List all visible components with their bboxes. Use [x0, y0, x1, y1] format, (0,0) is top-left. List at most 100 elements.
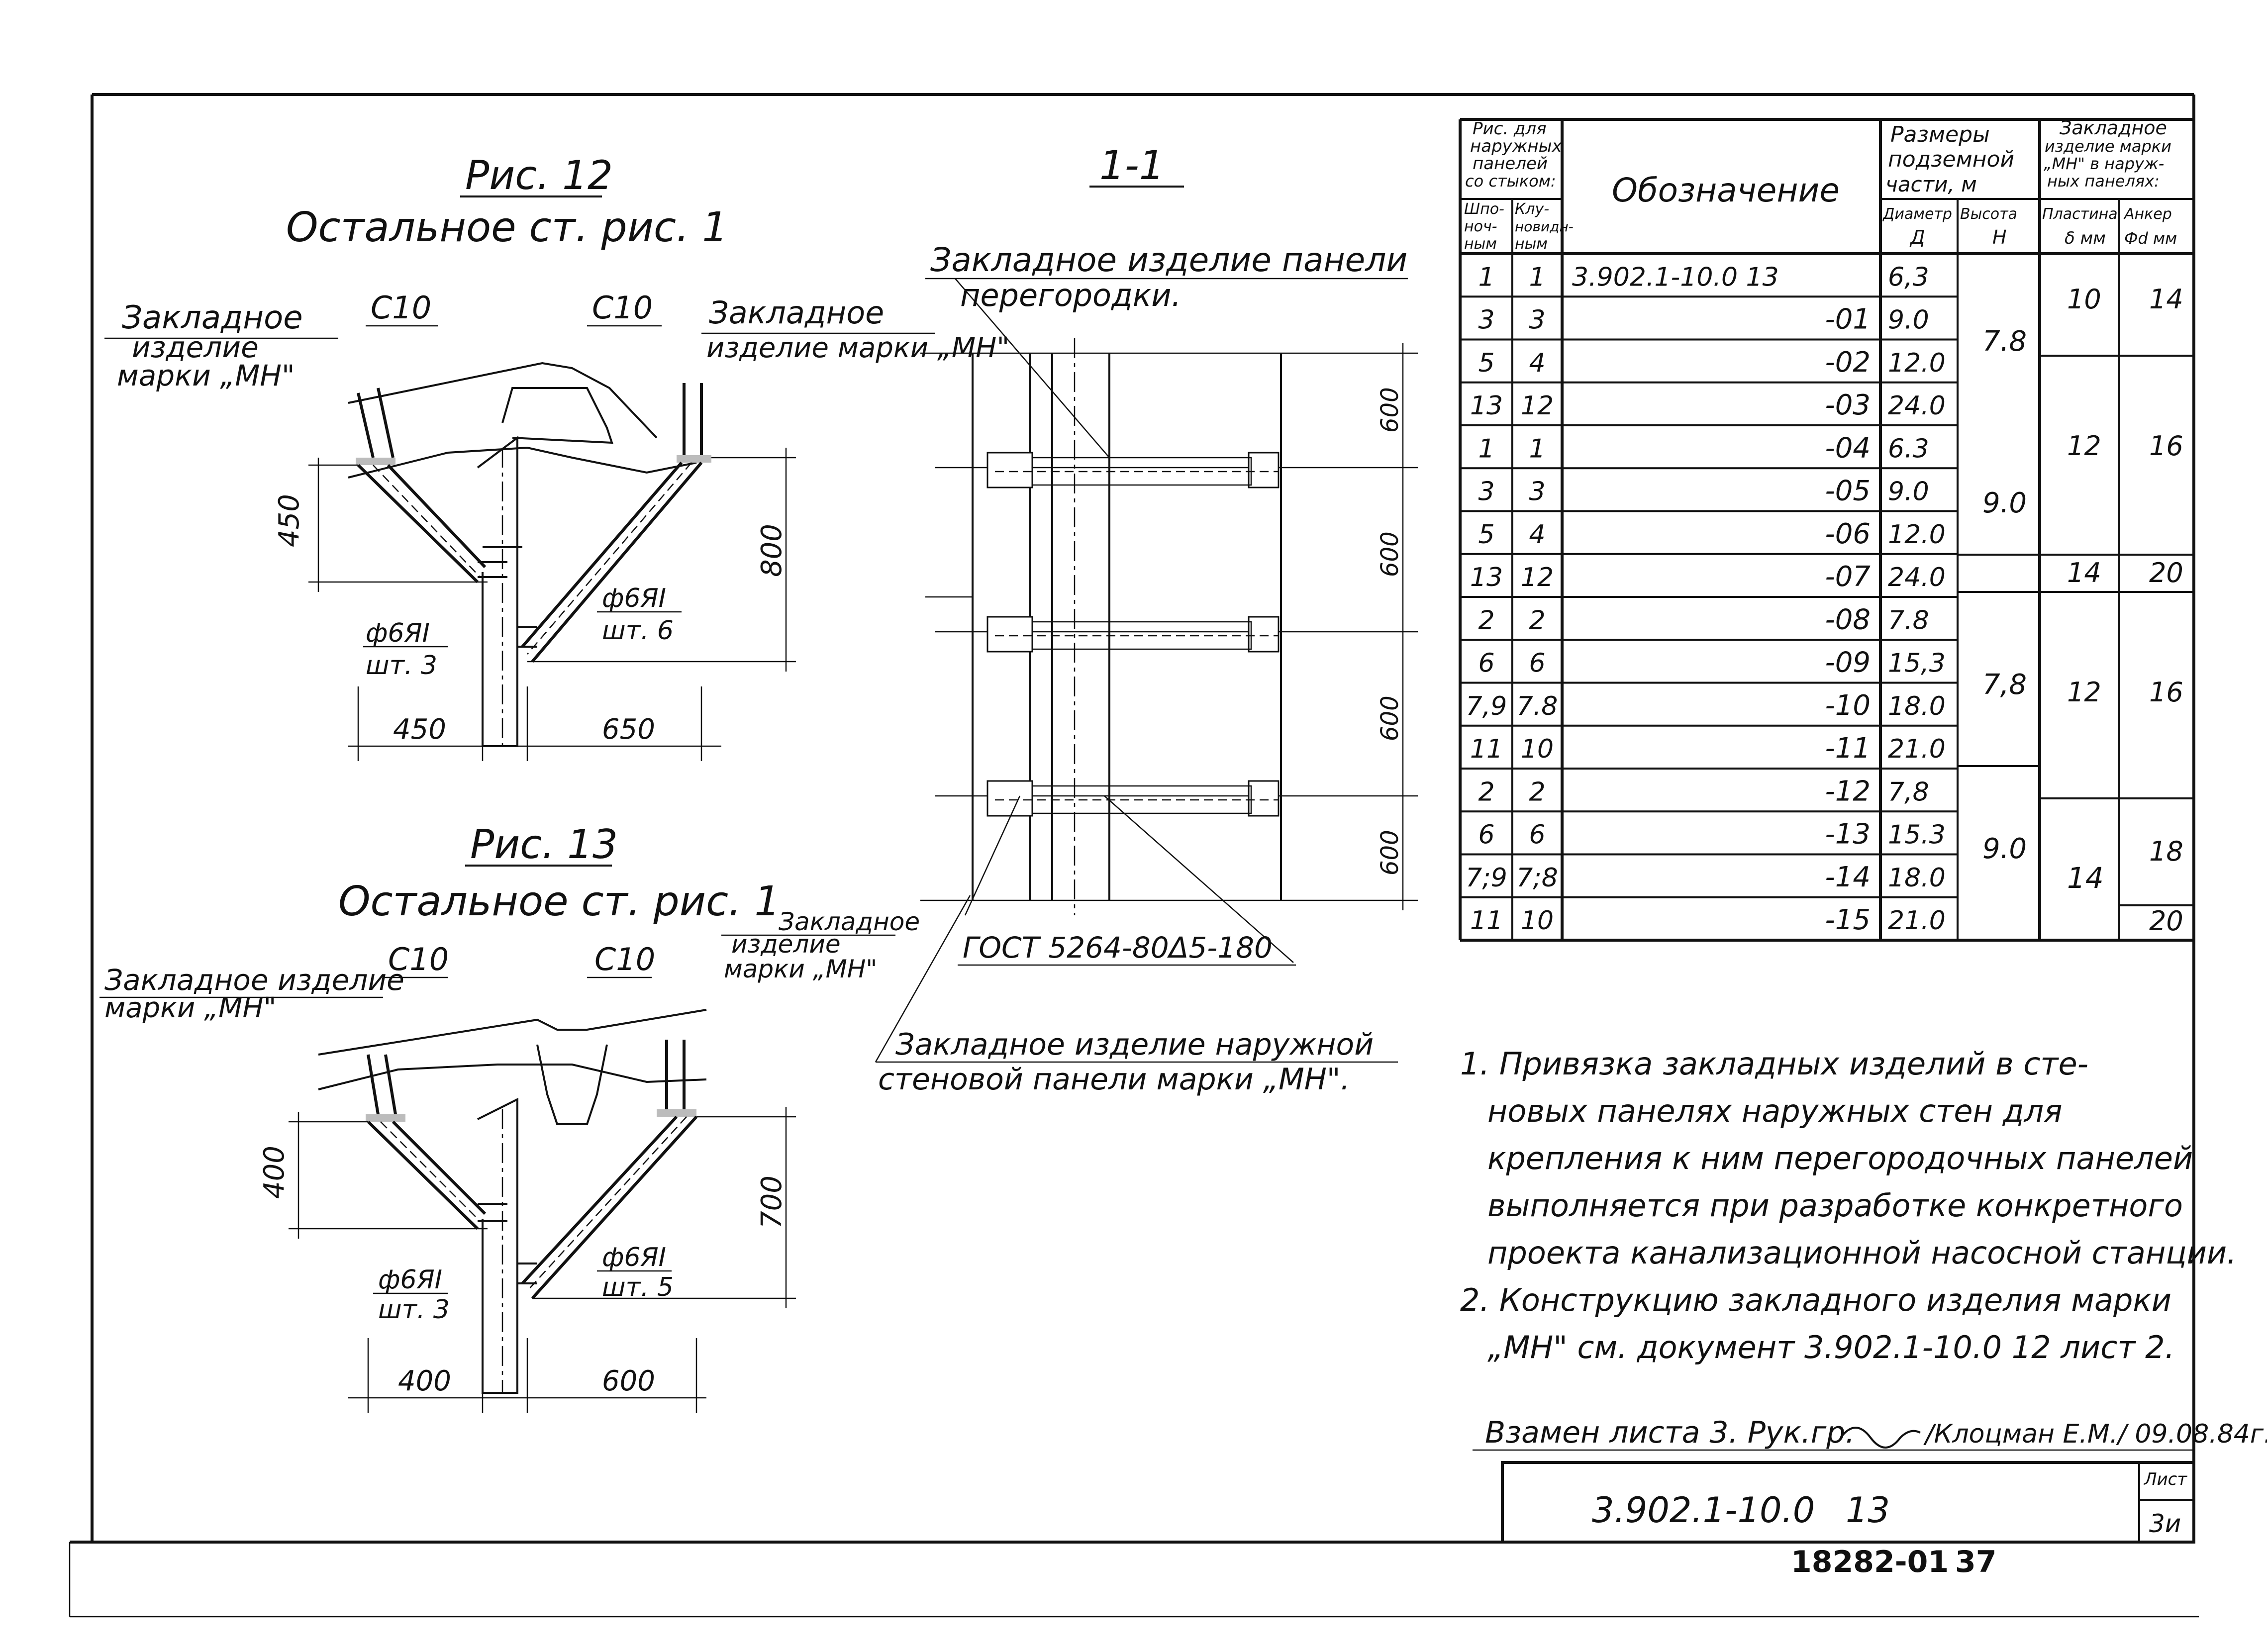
fig12-embed-right-1: Закладное: [709, 294, 884, 331]
th-fig-4: со стыком:: [1465, 172, 1556, 191]
fig13-rebar-left-2: шт. 3: [378, 1295, 450, 1325]
section-1-1: 1-1 Закладное изделие панели перегородки…: [875, 142, 1418, 1097]
row-fig2: 12: [1521, 563, 1554, 592]
row-designation: -07: [1825, 561, 1871, 593]
fig13-rebar-right-2: шт. 5: [602, 1272, 674, 1302]
row-designation: -04: [1825, 432, 1871, 464]
row-fig2: 4: [1529, 520, 1545, 550]
row-fig1: 7,9: [1466, 691, 1507, 721]
fig13-rebar-left-1: ф6ЯI: [378, 1265, 442, 1295]
row-fig1: 6: [1478, 820, 1494, 850]
fig12-dim-v-left: 450: [273, 494, 305, 547]
figure-13: Рис. 13 Остальное ст. рис. 1 Закладное и…: [99, 821, 920, 1413]
row-diameter: 15.3: [1888, 820, 1946, 850]
th-col1-2: ноч-: [1464, 218, 1497, 235]
signature-mark: [1840, 1427, 1921, 1449]
fig12-embed-left-3: марки „МН": [117, 359, 295, 392]
th-plate-2: δ мм: [2065, 228, 2106, 248]
th-sizes-3: части, м: [1885, 172, 1977, 196]
anchor-group-1: 14: [2149, 284, 2183, 315]
row-fig2: 3: [1529, 305, 1545, 335]
fig12-channel-left: С10: [371, 290, 431, 326]
row-diameter: 9.0: [1888, 477, 1929, 507]
fig12-rebar-right-2: шт. 6: [602, 616, 674, 646]
plate-group-4: 12: [2067, 677, 2101, 708]
row-fig2: 10: [1521, 734, 1554, 764]
note-line: проекта канализационной насосной станции…: [1487, 1235, 2237, 1271]
title-num: 13: [1846, 1490, 1890, 1531]
fig12-channel-right: С10: [592, 290, 653, 326]
note-line: „МН" см. документ 3.902.1-10.0 12 лист 2…: [1487, 1329, 2174, 1365]
notes: 1. Привязка закладных изделий в сте-новы…: [1460, 1046, 2237, 1365]
section-gost-label: ГОСТ 5264-80Δ5-180: [963, 931, 1273, 965]
fig13-dim-h-right: 600: [602, 1365, 655, 1397]
section-dim-1: 600: [1376, 387, 1404, 433]
anchor-group-3: 20: [2149, 557, 2183, 588]
th-embed-3: „МН" в наруж-: [2044, 154, 2164, 173]
row-diameter: 18.0: [1888, 691, 1946, 721]
section-title: 1-1: [1099, 142, 1165, 189]
row-fig1: 13: [1470, 391, 1503, 421]
row-fig1: 13: [1470, 563, 1503, 592]
row-designation: -12: [1825, 775, 1871, 807]
th-col1-1: Шпо-: [1464, 200, 1504, 218]
embed-level-2: [986, 616, 1280, 653]
fig13-channel-right: С10: [594, 941, 655, 977]
row-fig1: 1: [1478, 434, 1494, 464]
height-group-4: 9.0: [1982, 833, 2027, 865]
row-designation: -01: [1825, 303, 1871, 336]
anchor-group-5: 18: [2149, 836, 2183, 867]
th-fig-2: наружных: [1470, 136, 1562, 156]
row-fig1: 11: [1470, 734, 1503, 764]
row-fig2: 1: [1529, 434, 1545, 464]
row-diameter: 18.0: [1888, 863, 1946, 893]
row-designation: -13: [1825, 818, 1871, 851]
row-fig1: 3: [1478, 305, 1494, 335]
row-diameter: 15,3: [1888, 649, 1946, 679]
row-designation: -08: [1825, 603, 1871, 636]
replacement-line: Взамен листа 3. Рук.гр. /Клоцман Е.М./ 0…: [1473, 1415, 2267, 1451]
fig13-rebar-right-1: ф6ЯI: [602, 1243, 666, 1272]
row-designation: -06: [1825, 518, 1871, 550]
row-fig2: 2: [1529, 777, 1545, 807]
fig12-subtitle: Остальное ст. рис. 1: [286, 204, 728, 251]
th-col1-3: ным: [1464, 235, 1497, 253]
title-block: 3.902.1-10.0 13 Лист 3и 18282-01 37: [1501, 1461, 2195, 1579]
replacement-text: Взамен листа 3. Рук.гр.: [1485, 1415, 1855, 1450]
row-fig2: 6: [1529, 649, 1545, 679]
fig12-embed-right-2: изделие марки „МН": [706, 332, 1009, 364]
row-designation: -09: [1825, 647, 1871, 679]
row-fig2: 4: [1529, 348, 1545, 378]
row-designation: -14: [1825, 861, 1871, 893]
fig13-dim-v-left: 400: [258, 1146, 291, 1199]
row-diameter: 7,8: [1888, 777, 1929, 807]
fig12-rebar-left-1: ф6ЯI: [366, 618, 430, 648]
plate-group-2: 12: [2067, 430, 2101, 462]
row-designation: -11: [1825, 732, 1871, 765]
note-line: 2. Конструкцию закладного изделия марки: [1460, 1282, 2171, 1318]
row-designation: -05: [1825, 475, 1871, 507]
row-designation: -03: [1825, 389, 1871, 421]
th-fig-3: панелей: [1473, 154, 1548, 174]
th-col2-3: ным: [1515, 235, 1548, 253]
height-group-2: 9.0: [1982, 487, 2027, 519]
row-diameter: 6,3: [1888, 262, 1929, 292]
embed-level-1: [986, 452, 1280, 488]
fig12-title: Рис. 12: [465, 152, 613, 198]
row-fig2: 10: [1521, 906, 1554, 936]
row-fig1: 3: [1478, 477, 1494, 507]
sheet-label: Лист: [2143, 1469, 2187, 1489]
th-anchor-2: Фd мм: [2124, 229, 2177, 248]
section-dim-2: 600: [1376, 531, 1404, 577]
row-fig1: 7;9: [1466, 863, 1507, 893]
fig13-title: Рис. 13: [470, 821, 618, 868]
row-fig2: 7.8: [1517, 691, 1558, 721]
section-dim-4: 600: [1376, 830, 1404, 875]
row-fig2: 7;8: [1516, 863, 1558, 893]
row-diameter: 24.0: [1888, 391, 1946, 421]
note-line: крепления к ним перегородочных панелей: [1487, 1140, 2193, 1176]
row-diameter: 9.0: [1888, 305, 1929, 335]
fig13-embed-right-3: марки „МН": [724, 955, 877, 983]
height-group-1: 7.8: [1982, 325, 2027, 358]
